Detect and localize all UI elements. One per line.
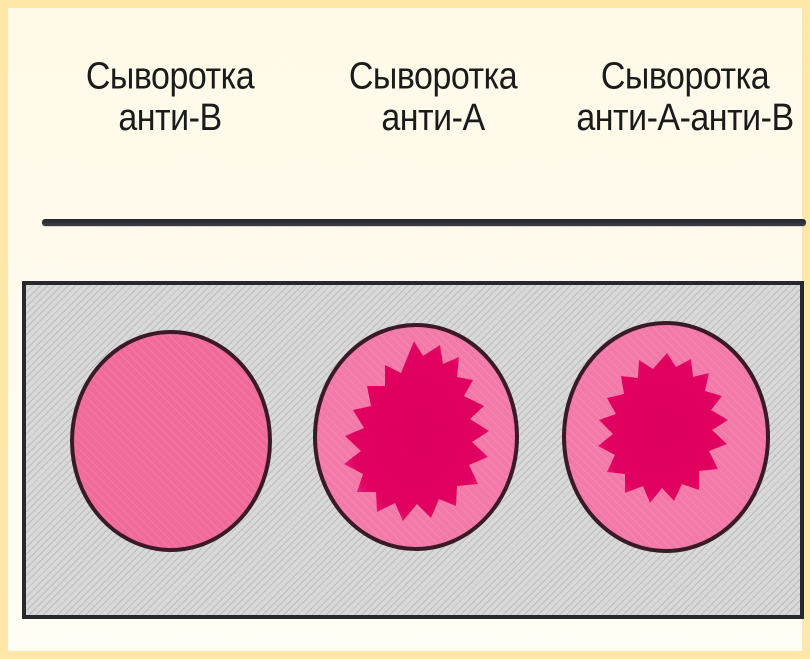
label-anti-a-anti-b-line-2: анти-А-анти-В [560,97,810,138]
label-anti-a: Сыворотка анти-А [318,56,548,138]
divider-line [42,219,806,226]
label-anti-a-anti-b-line-1: Сыворотка [560,56,810,97]
label-row: Сыворотка анти-В Сыворотка анти-А Сыворо… [40,56,800,216]
well-3 [564,323,768,551]
well-1 [72,332,270,550]
label-anti-b-line-2: анти-В [40,97,300,138]
label-anti-b: Сыворотка анти-В [40,56,300,138]
label-anti-a-line-2: анти-А [318,97,548,138]
test-plate [22,281,804,619]
label-anti-a-anti-b: Сыворотка анти-А-анти-В [560,56,810,138]
label-anti-b-line-1: Сыворотка [40,56,300,97]
label-anti-a-line-1: Сыворотка [318,56,548,97]
plate-illustration [26,285,800,615]
well-2 [315,325,517,549]
